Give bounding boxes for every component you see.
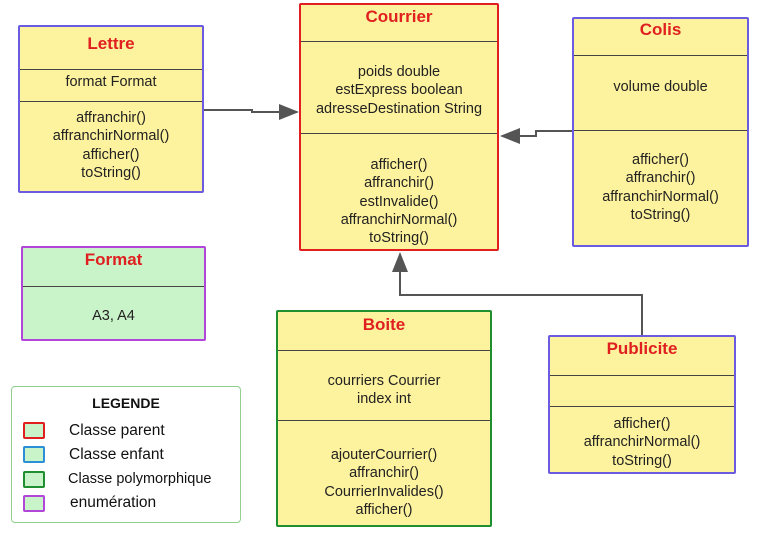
divider [301, 41, 497, 42]
class-lettre-methods: affranchir() affranchirNormal() afficher… [20, 109, 202, 182]
divider [574, 55, 747, 56]
attribute: format Format [65, 74, 157, 90]
enum-format[interactable]: Format A3, A4 [21, 246, 206, 341]
method: affranchir() [349, 465, 419, 482]
class-boite-methods: ajouterCourrier() affranchir() CourrierI… [278, 446, 490, 519]
class-courrier-attributes: poids double estExpress boolean adresseD… [301, 63, 497, 118]
divider [301, 133, 497, 134]
method: afficher() [82, 146, 140, 163]
enum-format-values: A3, A4 [23, 307, 204, 325]
divider [278, 420, 490, 421]
method: affranchirNormal() [340, 211, 458, 228]
method: afficher() [370, 157, 428, 173]
class-lettre-title: Lettre [87, 34, 135, 53]
method: affranchir() [76, 110, 146, 126]
edge-colis-to-courrier [500, 128, 573, 144]
legend-swatch-parent [23, 422, 45, 439]
class-colis[interactable]: Colis volume double afficher() affranchi… [572, 17, 749, 247]
method: toString() [612, 452, 672, 469]
attribute: adresseDestination String [315, 100, 483, 117]
attribute: volume double [613, 79, 708, 95]
legend-label-child: Classe enfant [69, 446, 164, 463]
divider [574, 130, 747, 131]
method: toString() [369, 230, 429, 247]
method: afficher() [355, 501, 413, 518]
legend-swatch-child [23, 446, 45, 463]
class-courrier-title: Courrier [365, 7, 433, 26]
class-courrier[interactable]: Courrier poids double estExpress boolean… [299, 3, 499, 251]
attribute: estExpress boolean [335, 82, 463, 99]
enum-value: A3, A4 [92, 308, 135, 324]
class-colis-methods: afficher() affranchir() affranchirNormal… [574, 151, 747, 224]
class-boite-title: Boite [362, 315, 406, 334]
attribute: poids double [357, 64, 441, 80]
method: toString() [81, 164, 141, 181]
attribute: courriers Courrier [327, 373, 441, 389]
edge-publicite-to-courrier [392, 252, 643, 336]
legend-label-enum: enumération [70, 494, 157, 511]
class-lettre[interactable]: Lettre format Format affranchir() affran… [18, 25, 204, 193]
divider [20, 69, 202, 70]
legend-swatch-enum [23, 495, 45, 512]
method: afficher() [613, 416, 671, 432]
method: afficher() [632, 152, 689, 168]
method: ajouterCourrier() [330, 447, 438, 463]
class-colis-attributes: volume double [574, 78, 747, 96]
divider [20, 101, 202, 102]
legend-title: LEGENDE [92, 395, 160, 411]
legend-label-parent: Classe parent [69, 422, 165, 439]
divider [550, 406, 734, 407]
class-colis-title: Colis [639, 20, 682, 39]
method: affranchir() [364, 175, 434, 192]
divider [550, 375, 734, 376]
divider [23, 286, 204, 287]
class-courrier-methods: afficher() affranchir() estInvalide() af… [301, 156, 497, 247]
class-lettre-attributes: format Format [20, 73, 202, 91]
class-publicite-title: Publicite [606, 339, 678, 358]
divider [278, 350, 490, 351]
class-publicite[interactable]: Publicite afficher() affranchirNormal() … [548, 335, 736, 474]
class-boite[interactable]: Boite courriers Courrier index int ajout… [276, 310, 492, 527]
method: affranchirNormal() [602, 188, 719, 205]
edge-lettre-to-courrier [203, 104, 299, 120]
method: affranchir() [625, 170, 696, 187]
class-boite-attributes: courriers Courrier index int [278, 372, 490, 409]
method: estInvalide() [359, 193, 439, 210]
legend-label-polymorphic: Classe polymorphique [68, 471, 212, 487]
class-publicite-methods: afficher() affranchirNormal() toString() [550, 415, 734, 470]
enum-format-title: Format [84, 250, 143, 269]
method: CourrierInvalides() [324, 483, 444, 500]
method: affranchirNormal() [52, 128, 170, 145]
method: affranchirNormal() [583, 434, 701, 451]
method: toString() [630, 206, 691, 223]
legend: LEGENDE Classe parent Classe enfant Clas… [11, 386, 241, 523]
attribute: index int [356, 391, 411, 408]
legend-swatch-polymorphic [23, 471, 45, 488]
